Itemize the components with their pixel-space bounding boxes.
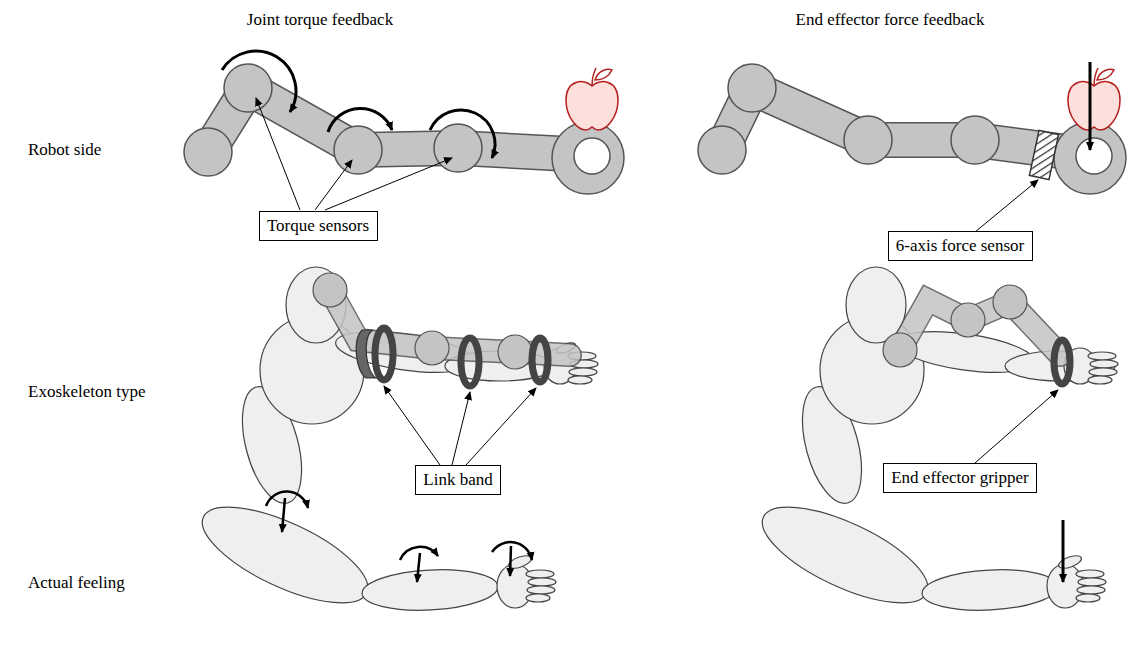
- callout-box: End effector gripper: [883, 463, 1037, 493]
- arm-feeling-left: [190, 488, 556, 622]
- exoskeleton-left: [231, 267, 598, 510]
- callout-box: Link band: [415, 465, 501, 495]
- column-header: End effector force feedback: [796, 10, 985, 30]
- robot-arm-right: [698, 62, 1126, 232]
- robot-arm-left: [184, 51, 624, 210]
- column-header: Joint torque feedback: [247, 10, 393, 30]
- arm-feeling-right: [750, 488, 1106, 622]
- row-label: Exoskeleton type: [28, 382, 146, 402]
- callout-box: 6-axis force sensor: [888, 231, 1033, 261]
- callout-text: 6-axis force sensor: [896, 236, 1024, 256]
- row-label: Actual feeling: [28, 573, 125, 593]
- row-label: Robot side: [28, 140, 101, 160]
- exoskeleton-right: [791, 267, 1118, 510]
- callout-box: Torque sensors: [259, 211, 378, 241]
- callout-text: Link band: [423, 470, 492, 490]
- callout-text: Torque sensors: [267, 216, 369, 236]
- callout-text: End effector gripper: [891, 468, 1029, 488]
